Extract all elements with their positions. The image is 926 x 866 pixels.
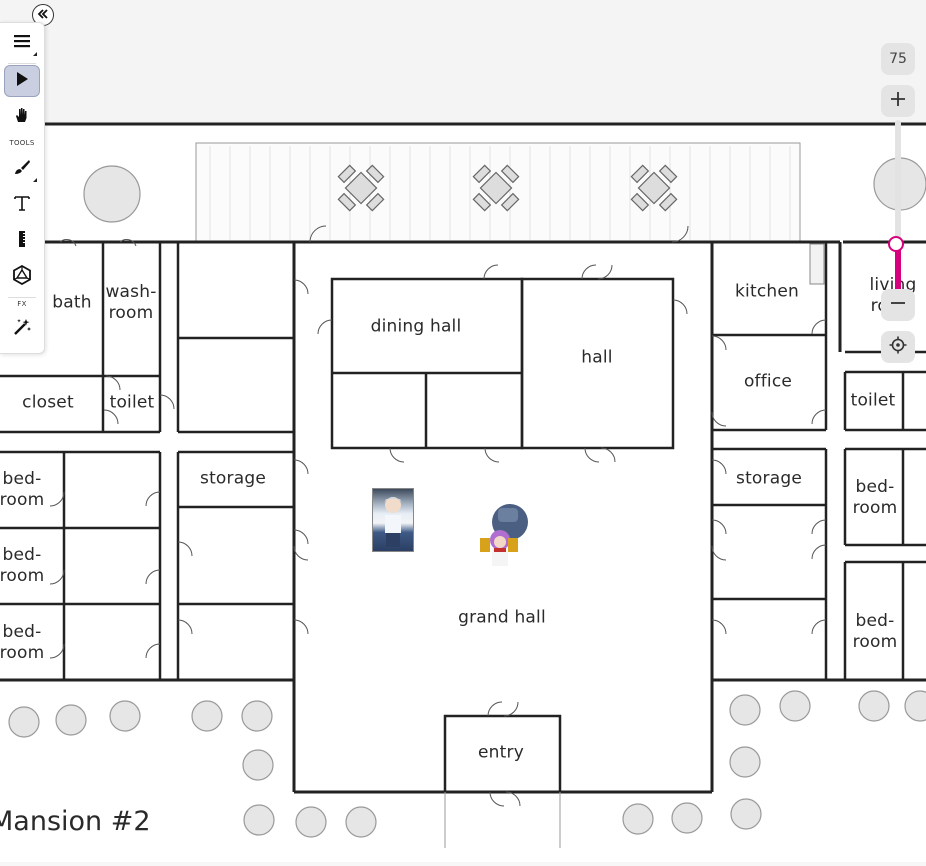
dice-tool-button[interactable] xyxy=(4,261,40,293)
tools-section-label: TOOLS xyxy=(9,139,35,147)
robot-and-girl-token[interactable] xyxy=(476,500,532,568)
room-closet: closet xyxy=(22,392,74,413)
text-tool-button[interactable] xyxy=(4,189,40,221)
zoom-slider-fill xyxy=(895,244,901,300)
zoom-in-button[interactable] xyxy=(881,85,915,117)
room-washroom: wash- room xyxy=(105,282,157,323)
room-storage: storage xyxy=(736,468,802,489)
select-tool-button[interactable] xyxy=(4,65,40,97)
room-bedroom: bed- room xyxy=(0,469,45,510)
magic-wand-icon xyxy=(13,318,31,340)
ruler-icon xyxy=(16,230,28,252)
zoom-level-display: 75 xyxy=(881,43,915,75)
hand-icon xyxy=(13,106,31,128)
pan-tool-button[interactable] xyxy=(4,101,40,133)
fx-section-label: FX xyxy=(17,300,27,308)
left-toolbar: TOOLS FX xyxy=(0,22,45,354)
room-bedroom: bed- room xyxy=(0,622,45,663)
zoom-out-button[interactable] xyxy=(881,289,915,321)
ruler-tool-button[interactable] xyxy=(4,225,40,257)
crosshair-icon xyxy=(889,336,907,358)
room-storage: storage xyxy=(200,468,266,489)
room-dining-hall: dining hall xyxy=(370,316,462,337)
room-bath: bath xyxy=(52,292,92,313)
plus-icon xyxy=(890,91,906,111)
room-toilet: toilet xyxy=(850,390,896,411)
menu-icon xyxy=(13,33,31,53)
menu-button[interactable] xyxy=(4,27,40,59)
room-grand-hall: grand hall xyxy=(458,607,546,628)
room-hall: hall xyxy=(581,347,613,368)
zoom-slider[interactable] xyxy=(895,120,901,300)
collapse-toolbar-button[interactable] xyxy=(32,4,54,26)
pointer-icon xyxy=(15,71,29,91)
room-office: office xyxy=(743,371,793,392)
map-title: Mansion #2 xyxy=(0,806,151,837)
fx-tool-button[interactable] xyxy=(4,313,40,345)
room-entry: entry xyxy=(478,742,524,763)
brush-icon xyxy=(13,158,31,180)
brush-tool-button[interactable] xyxy=(4,153,40,185)
minus-icon xyxy=(890,295,906,315)
recenter-button[interactable] xyxy=(881,331,915,363)
anime-character-token[interactable] xyxy=(372,488,414,552)
double-chevron-left-icon xyxy=(36,6,50,25)
room-bedroom: bed- room xyxy=(852,611,898,652)
zoom-slider-handle[interactable] xyxy=(888,236,904,252)
room-toilet: toilet xyxy=(109,392,155,413)
text-icon xyxy=(13,194,31,216)
room-bedroom: bed- room xyxy=(0,545,45,586)
room-bedroom: bed- room xyxy=(852,477,898,518)
room-kitchen: kitchen xyxy=(735,281,799,302)
dice-icon xyxy=(12,264,32,289)
